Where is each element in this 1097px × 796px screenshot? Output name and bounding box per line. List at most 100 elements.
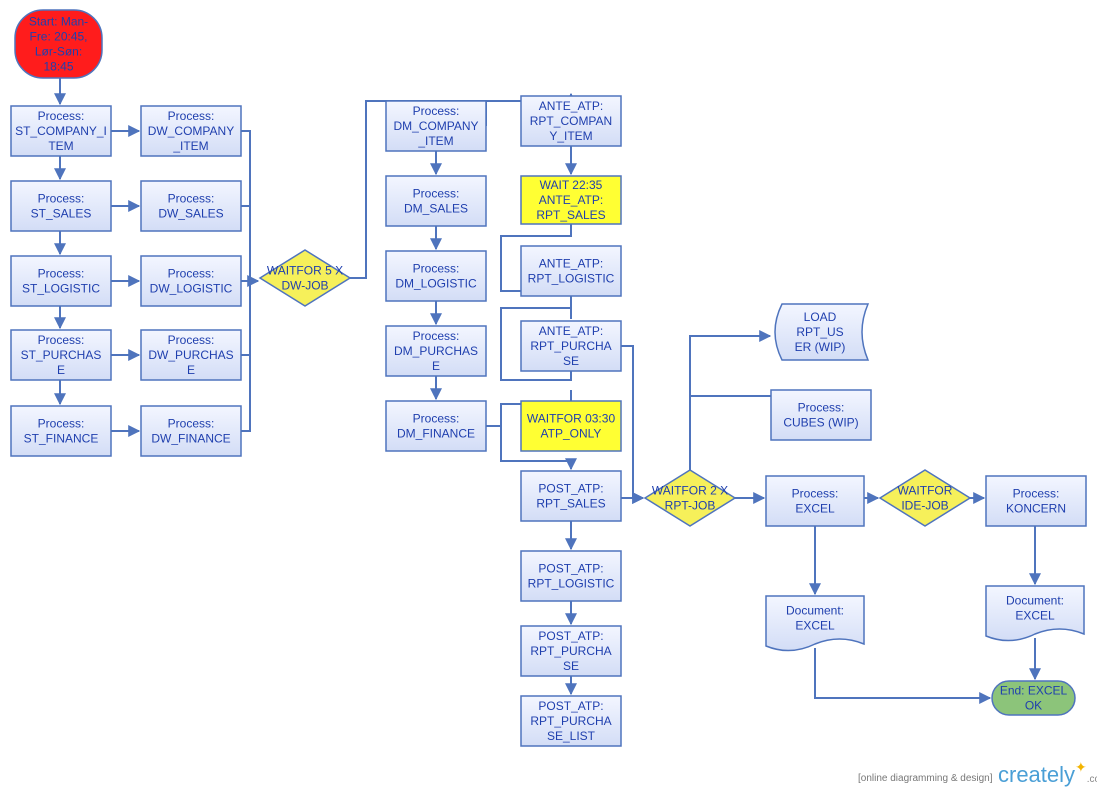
node-st-logistic[interactable]: Process:ST_LOGISTIC xyxy=(10,255,112,307)
node-label-line: E xyxy=(57,363,65,377)
node-label-line: POST_ATP: xyxy=(538,482,603,496)
node-label-line: RPT_COMPAN xyxy=(530,114,612,128)
node-label-line: SE xyxy=(563,659,579,673)
node-label-line: DM_LOGISTIC xyxy=(395,277,477,291)
node-label-line: SE_LIST xyxy=(547,729,596,743)
creately-logo[interactable]: creately✦.com xyxy=(998,759,1097,788)
node-label-line: Process: xyxy=(168,109,215,123)
node-ante-logistic[interactable]: ANTE_ATP:RPT_LOGISTIC xyxy=(520,245,622,297)
node-label-line: RPT-JOB xyxy=(665,499,716,513)
node-dw-finance[interactable]: Process:DW_FINANCE xyxy=(140,405,242,457)
node-label-line: RPT_LOGISTIC xyxy=(528,577,615,591)
node-label-line: Document: xyxy=(1006,594,1064,608)
node-post-logistic[interactable]: POST_ATP:RPT_LOGISTIC xyxy=(520,550,622,602)
node-excel-process[interactable]: Process:EXCEL xyxy=(765,475,865,527)
node-label-line: ATP_ONLY xyxy=(541,427,602,441)
node-dm-logistic[interactable]: Process:DM_LOGISTIC xyxy=(385,250,487,302)
node-label-line: POST_ATP: xyxy=(538,699,603,713)
node-label-line: DM_COMPANY xyxy=(393,119,478,133)
node-label-line: Start: Man- xyxy=(29,15,88,29)
node-label-line: POST_ATP: xyxy=(538,629,603,643)
node-label-line: KONCERN xyxy=(1006,502,1066,516)
node-label-line: _ITEM xyxy=(172,139,208,153)
node-label-line: 18:45 xyxy=(43,60,73,74)
node-label-line: ST_FINANCE xyxy=(24,432,99,446)
node-dw-sales[interactable]: Process:DW_SALES xyxy=(140,180,242,232)
node-start[interactable]: Start: Man-Fre: 20:45,Lør-Søn:18:45 xyxy=(14,9,103,79)
node-label-line: Process: xyxy=(168,267,215,281)
node-label-line: Process: xyxy=(413,412,460,426)
node-label-line: ANTE_ATP: xyxy=(539,193,603,207)
node-dm-sales[interactable]: Process:DM_SALES xyxy=(385,175,487,227)
node-waitfor-dw[interactable]: WAITFOR 5 XDW-JOB xyxy=(258,249,352,307)
node-label-line: ST_SALES xyxy=(31,207,92,221)
node-dw-logistic[interactable]: Process:DW_LOGISTIC xyxy=(140,255,242,307)
node-label-line: ANTE_ATP: xyxy=(539,257,603,271)
node-label-line: RPT_US xyxy=(796,325,843,339)
node-cubes[interactable]: Process:CUBES (WIP) xyxy=(770,389,872,441)
node-st-sales[interactable]: Process:ST_SALES xyxy=(10,180,112,232)
node-label-line: _ITEM xyxy=(417,134,453,148)
node-label-line: WAITFOR 03:30 xyxy=(527,412,616,426)
logo-suffix: .com xyxy=(1086,774,1097,785)
node-label-line: EXCEL xyxy=(795,502,835,516)
node-dm-company-item[interactable]: Process:DM_COMPANY_ITEM xyxy=(385,100,487,152)
node-label-line: Process: xyxy=(413,187,460,201)
node-label-line: Process: xyxy=(38,109,85,123)
node-label-line: RPT_LOGISTIC xyxy=(528,272,615,286)
node-label-line: DW_PURCHAS xyxy=(148,348,233,362)
node-label-line: CUBES (WIP) xyxy=(783,416,858,430)
node-doc-excel-left[interactable]: Document:EXCEL xyxy=(765,595,865,652)
node-post-sales[interactable]: POST_ATP:RPT_SALES xyxy=(520,470,622,522)
node-label-line: WAITFOR 5 X xyxy=(267,264,343,278)
connector-edge xyxy=(814,648,992,704)
logo-text: creately xyxy=(998,762,1076,787)
node-label-line: SE xyxy=(563,354,579,368)
node-label-line: Process: xyxy=(38,333,85,347)
node-label-line: RPT_PURCHA xyxy=(530,339,611,353)
node-label-line: Process: xyxy=(413,262,460,276)
node-label-line: E xyxy=(187,363,195,377)
node-label-line: TEM xyxy=(48,139,73,153)
node-label-line: Process: xyxy=(792,487,839,501)
node-koncern[interactable]: Process:KONCERN xyxy=(985,475,1087,527)
node-label-line: RPT_SALES xyxy=(536,497,605,511)
connector-edge xyxy=(689,330,772,470)
node-label-line: DW_COMPANY xyxy=(148,124,234,138)
node-label-line: IDE-JOB xyxy=(901,499,948,513)
node-label-line: ST_COMPANY_I xyxy=(15,124,107,138)
node-label-line: EXCEL xyxy=(795,619,835,633)
node-label-line: ST_LOGISTIC xyxy=(22,282,100,296)
node-st-finance[interactable]: Process:ST_FINANCE xyxy=(10,405,112,457)
node-label-line: EXCEL xyxy=(1015,609,1055,623)
node-label-line: Process: xyxy=(798,401,845,415)
node-label-line: POST_ATP: xyxy=(538,562,603,576)
node-label-line: RPT_PURCHA xyxy=(530,644,611,658)
footer-tagline: [online diagramming & design] xyxy=(858,773,993,784)
node-label-line: ER (WIP) xyxy=(795,340,846,354)
node-ante-company-item[interactable]: ANTE_ATP:RPT_COMPANY_ITEM xyxy=(520,95,622,147)
node-dw-company-item[interactable]: Process:DW_COMPANY_ITEM xyxy=(140,105,242,157)
node-label-line: WAITFOR 2 X xyxy=(652,484,728,498)
node-st-company-item[interactable]: Process:ST_COMPANY_ITEM xyxy=(10,105,112,157)
node-dm-finance[interactable]: Process:DM_FINANCE xyxy=(385,400,487,452)
node-label-line: DM_PURCHAS xyxy=(394,344,478,358)
node-label-line: OK xyxy=(1025,699,1042,713)
node-label-line: DM_FINANCE xyxy=(397,427,475,441)
node-doc-excel-right[interactable]: Document:EXCEL xyxy=(985,585,1085,642)
node-label-line: Process: xyxy=(168,333,215,347)
node-label-line: Process: xyxy=(38,192,85,206)
